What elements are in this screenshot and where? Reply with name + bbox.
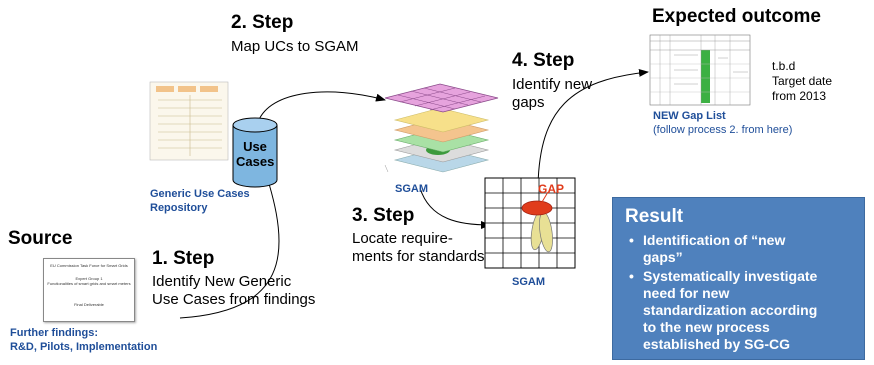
arrow-sgam-to-gapgrid	[419, 187, 491, 229]
step1-title: 1. Step	[152, 248, 215, 269]
result-bullet-2-line5: established by SG-CG	[643, 336, 791, 352]
sgam2-caption: SGAM	[512, 276, 545, 288]
result-bullet-1: Identification of “new gaps”	[629, 232, 864, 266]
source-document-image: EU Commission Task Force for Smart Grids…	[43, 258, 135, 322]
gap-list-subtitle: (follow process 2. from here)	[653, 124, 793, 136]
use-case-document-image	[149, 81, 229, 161]
cylinder-label-line1: Use	[243, 139, 267, 154]
arrow-gap-to-outcome	[537, 68, 649, 186]
step1-text-line1: Identify New Generic	[152, 273, 292, 290]
source-doc-line3: Functionalities of smart grids and smart…	[47, 281, 131, 286]
step1-text-line2: Use Cases from findings	[152, 291, 316, 308]
source-doc-line1: EU Commission Task Force for Smart Grids	[50, 263, 128, 268]
outcome-target-line1: Target date	[772, 74, 833, 88]
step3-text-line2: ments for standards	[352, 248, 485, 265]
step4-text-line1: Identify new	[512, 76, 593, 93]
step2-text: Map UCs to SGAM	[231, 38, 359, 55]
result-bullet-2-line2: need for new	[643, 285, 730, 301]
result-bullet-2-line1: Systematically investigate	[643, 268, 818, 284]
repository-caption-line1: Generic Use Cases	[150, 188, 250, 200]
use-cases-cylinder-icon	[232, 117, 278, 188]
source-caption-line2: R&D, Pilots, Implementation	[10, 341, 158, 353]
result-bullet-1-line2: gaps”	[643, 249, 683, 265]
gap-list-title: NEW Gap List	[653, 110, 726, 122]
step4-text-line2: gaps	[512, 94, 545, 111]
outcome-target-line2: from 2013	[772, 89, 827, 103]
source-doc-line4: Final Deliverable	[74, 302, 104, 307]
step3-text-line2-clip: ments for standards	[352, 248, 485, 268]
result-box: Result Identification of “new gaps” Syst…	[612, 197, 865, 360]
cylinder-label: Use Cases	[236, 139, 274, 169]
source-title: Source	[8, 228, 73, 249]
cylinder-label-line2: Cases	[236, 154, 275, 169]
result-bullet-2-line4: to the new process	[643, 319, 770, 335]
source-caption-line1: Further findings:	[10, 327, 98, 339]
result-bullet-2-line3: standardization according	[643, 302, 818, 318]
gap-list-document-image	[649, 34, 751, 106]
result-bullet-list: Identification of “new gaps” Systematica…	[613, 232, 864, 353]
result-bullet-2: Systematically investigate need for new …	[629, 268, 864, 353]
sgam1-caption: SGAM	[395, 183, 428, 195]
gap-label: GAP	[538, 182, 565, 196]
step3-text-line1: Locate require-	[352, 230, 453, 247]
outcome-title: Expected outcome	[652, 6, 821, 27]
result-bullet-1-line1: Identification of “new	[643, 232, 786, 248]
result-title: Result	[625, 206, 684, 227]
sgam-layers-image	[384, 83, 499, 173]
sgam-gap-grid-image	[484, 177, 576, 269]
source-doc-line2: Expert Group 1	[75, 276, 103, 281]
arrow-repository-to-sgam	[257, 91, 386, 123]
repository-caption-line2: Repository	[150, 202, 208, 214]
outcome-tbd: t.b.d	[772, 59, 796, 73]
step4-title: 4. Step	[512, 50, 575, 71]
step3-title: 3. Step	[352, 205, 415, 226]
step2-title: 2. Step	[231, 12, 294, 33]
